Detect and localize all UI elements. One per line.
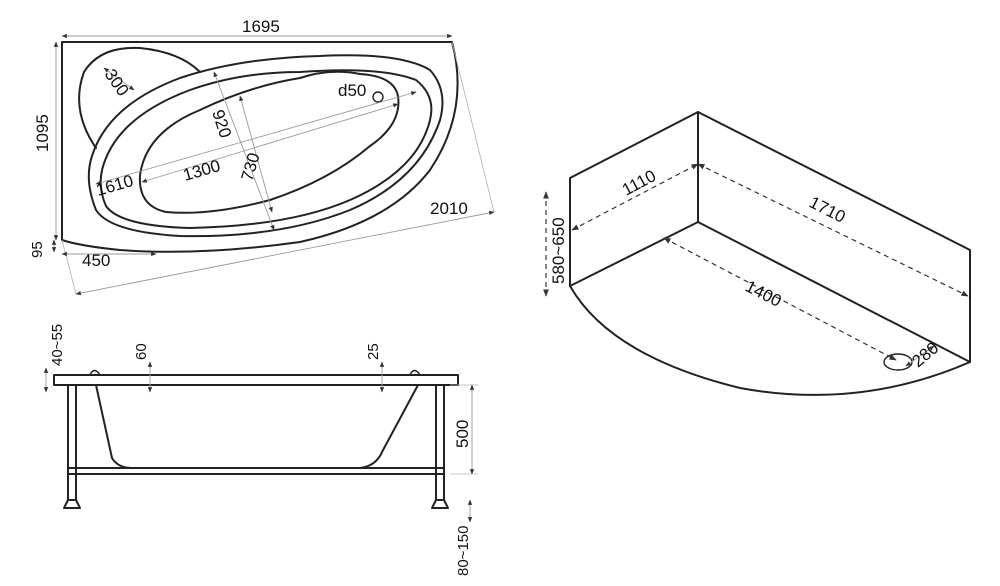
iso-front-apron: [569, 285, 971, 396]
rim-left-label: 60: [133, 343, 150, 360]
iso-height-label: 580~650: [549, 217, 568, 284]
side-view: 40~55 60 25 500 80~150: [43, 324, 478, 576]
iso-diagonal-label: 1400: [742, 277, 784, 311]
drain-icon: [372, 91, 384, 103]
iso-left-wall: [569, 111, 699, 287]
plan-diagonal-label: 2010: [430, 199, 468, 218]
rim-right-label: 25: [365, 343, 382, 360]
frame-height-label: 500: [453, 420, 472, 448]
plan-headrest: [78, 46, 201, 149]
bottom-length-label: 1300: [181, 156, 223, 185]
plan-width-label: 1095: [33, 114, 52, 152]
headrest-radius-label: 300: [101, 65, 133, 99]
rim-thickness-label: 40~55: [49, 324, 66, 366]
bowl-width-label: 920: [208, 107, 235, 140]
side-tub-body: [95, 384, 419, 469]
plan-length-label: 1695: [242, 17, 280, 36]
rim-offset-label: 95: [29, 241, 46, 258]
iso-right-wall: [697, 111, 971, 363]
foot-right: [431, 499, 449, 509]
iso-length-label: 1710: [806, 193, 848, 227]
drain-label: d50: [338, 81, 366, 100]
foot-left: [63, 499, 81, 509]
isometric-view: 580~650 1110 1710 1400 280: [543, 111, 971, 396]
iso-drain-offset-label: 280: [908, 338, 942, 371]
plan-view: 1695 1095 2010 300 d50 1610 1300 920 730…: [29, 17, 495, 296]
side-rim: [53, 374, 459, 386]
front-offset-label: 450: [82, 251, 110, 270]
bottom-width-label: 730: [238, 151, 264, 184]
leg-adjust-label: 80~150: [455, 526, 472, 576]
